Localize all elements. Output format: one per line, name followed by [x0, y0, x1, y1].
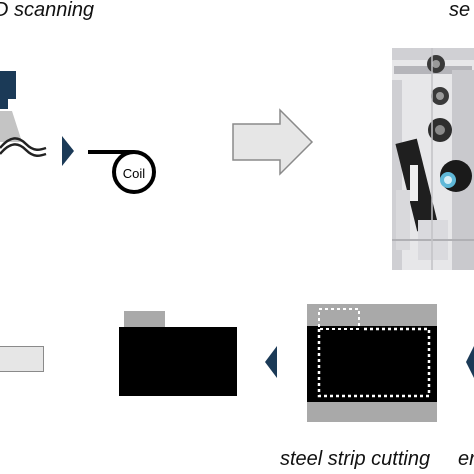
sheet-tab [124, 311, 165, 328]
triangle-marker-icon [265, 346, 277, 378]
strip-body [307, 326, 437, 402]
triangle-marker-icon [466, 346, 474, 378]
plate-bottom [307, 402, 437, 422]
coil-icon: Coil [88, 150, 156, 194]
caption-cutting: steel strip cutting [280, 448, 431, 470]
block-arrow-icon [232, 108, 314, 176]
plate-top [307, 304, 437, 326]
cut-line [317, 327, 431, 398]
scanner-head [0, 71, 16, 99]
machine-photo [392, 40, 474, 270]
triangle-marker-icon [62, 136, 74, 166]
cutting-diagram [307, 304, 437, 422]
scanner-sensor-icon [0, 71, 47, 157]
coil-label: Coil [123, 166, 146, 181]
steel-sheet [119, 327, 237, 396]
caption-bottom-right: er [458, 448, 474, 470]
strip-profile [0, 137, 47, 151]
previous-step-box [0, 346, 44, 372]
scanner-beam [0, 111, 22, 142]
caption-top-right: se [449, 0, 471, 21]
caption-scanning: D scanning [0, 0, 95, 21]
